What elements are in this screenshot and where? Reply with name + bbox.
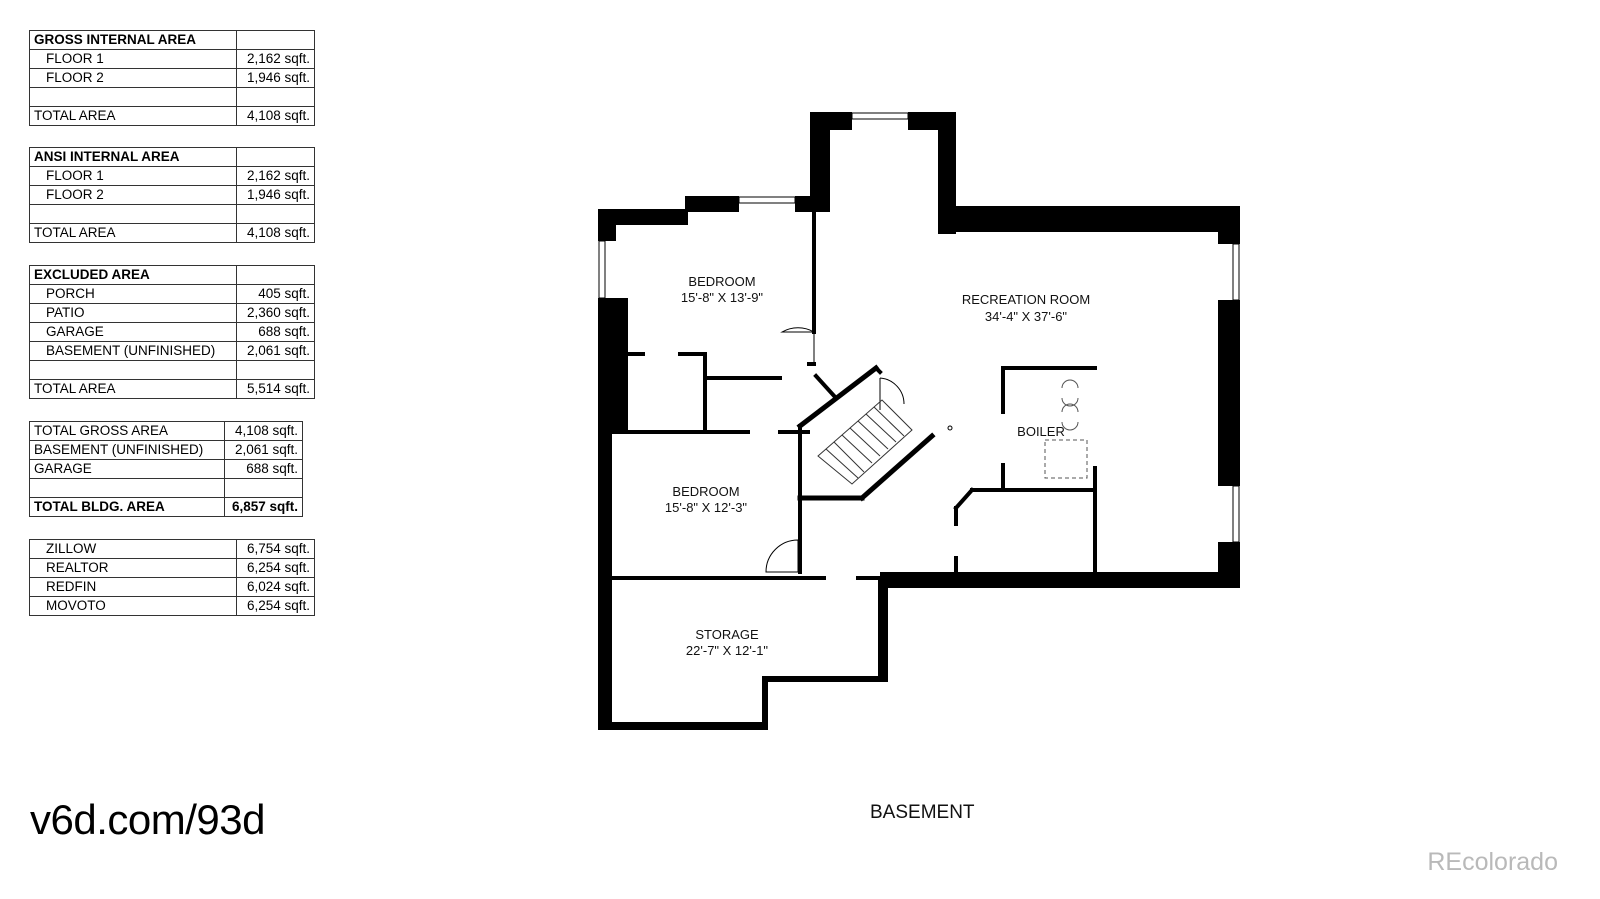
recolorado-watermark: REcolorado [1427, 848, 1558, 876]
area-value: 2,162 sqft. [236, 166, 315, 186]
room-labels: BEDROOM 15'-8" X 13'-9" RECREATION ROOM … [665, 274, 1090, 658]
area-value: 4,108 sqft. [236, 223, 315, 243]
area-row: BASEMENT (UNFINISHED)2,061 sqft. [29, 440, 303, 460]
area-value: 6,857 sqft. [224, 497, 303, 517]
staircase [817, 399, 913, 485]
bedroom-2-name: BEDROOM [672, 484, 739, 499]
area-value: 2,061 sqft. [236, 341, 315, 361]
recreation-room-size: 34'-4" X 37'-6" [985, 309, 1068, 324]
storage-name: STORAGE [695, 627, 759, 642]
bedroom-1-size: 15'-8" X 13'-9" [681, 290, 764, 305]
boiler-room-name: BOILER [1017, 424, 1065, 439]
area-value: 5,514 sqft. [236, 379, 315, 399]
recreation-room-name: RECREATION ROOM [962, 292, 1090, 307]
area-label: ANSI INTERNAL AREA [29, 147, 237, 167]
area-row: BASEMENT (UNFINISHED)2,061 sqft. [29, 341, 315, 361]
area-value: 6,254 sqft. [236, 558, 315, 578]
area-value: 1,946 sqft. [236, 68, 315, 88]
area-label: TOTAL AREA [29, 379, 237, 399]
doors [765, 327, 953, 573]
area-label: GARAGE [29, 322, 237, 342]
area-value: 4,108 sqft. [224, 421, 303, 441]
area-value: 4,108 sqft. [236, 106, 315, 126]
area-label: TOTAL BLDG. AREA [29, 497, 225, 517]
area-label: TOTAL AREA [29, 106, 237, 126]
area-label: TOTAL GROSS AREA [29, 421, 225, 441]
exterior-walls [598, 112, 1240, 730]
area-label: MOVOTO [29, 596, 237, 616]
bedroom-1-name: BEDROOM [688, 274, 755, 289]
boiler-fixtures [1044, 379, 1088, 479]
area-value: 405 sqft. [236, 284, 315, 304]
tour-link[interactable]: v6d.com/93d [30, 796, 265, 843]
storage-size: 22'-7" X 12'-1" [686, 643, 769, 658]
windows [598, 112, 1240, 543]
area-label: FLOOR 1 [29, 166, 237, 186]
area-value: 2,360 sqft. [236, 303, 315, 323]
interior-walls [610, 210, 1097, 580]
area-value: 6,254 sqft. [236, 596, 315, 616]
floor-name: BASEMENT [870, 802, 975, 823]
bedroom-2-size: 15'-8" X 12'-3" [665, 500, 748, 515]
area-row: ANSI INTERNAL AREA [29, 147, 315, 167]
